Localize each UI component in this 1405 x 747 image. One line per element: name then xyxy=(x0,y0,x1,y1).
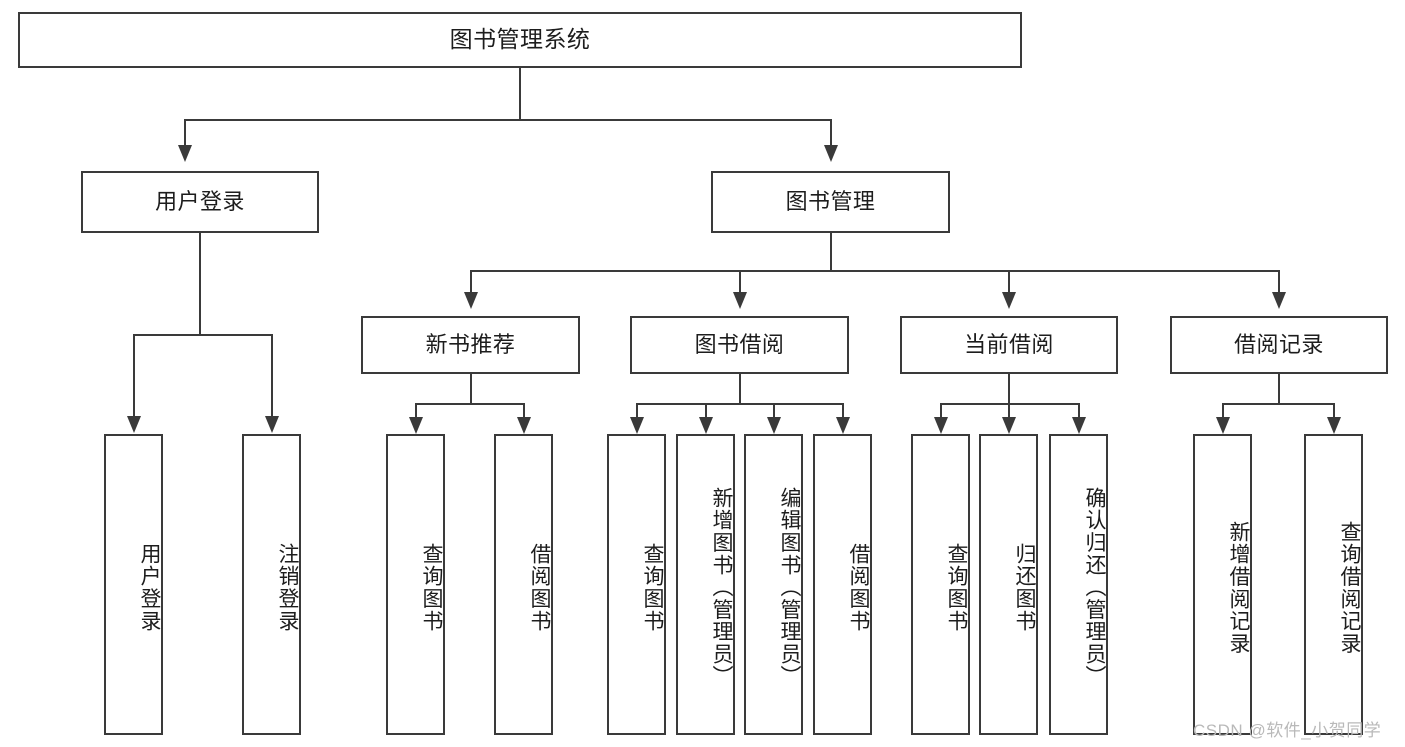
connector-user-login-to-leaf-2 xyxy=(271,334,273,418)
arrowhead-book-manage-new-book xyxy=(464,292,478,309)
leaf-new-book-borrow-book[interactable]: 借阅图书 xyxy=(494,434,553,735)
arrowhead-root-to-book-manage xyxy=(824,145,838,162)
node-label: 查询图书 xyxy=(945,542,968,633)
node-label: 图书借阅 xyxy=(694,331,785,357)
connector-book-manage-bus xyxy=(470,270,1280,272)
node-label: 图书管理 xyxy=(785,188,876,214)
node-label: 确认归还（管理员） xyxy=(1083,487,1106,688)
connector-borrow-record-to-leaf-1 xyxy=(1222,403,1224,419)
arrowhead-book-borrow-leaf-2 xyxy=(699,417,713,434)
connector-borrow-record-bus xyxy=(1222,403,1335,405)
node-label: 用户登录 xyxy=(138,542,161,633)
arrowhead-user-login-leaf-1 xyxy=(127,416,141,433)
connector-new-book-to-leaf-2 xyxy=(523,403,525,419)
arrowhead-book-borrow-leaf-4 xyxy=(836,417,850,434)
connector-book-manage-to-current-borrow xyxy=(1008,270,1010,294)
node-label: 归还图书 xyxy=(1013,542,1036,633)
node-label: 借阅图书 xyxy=(528,542,551,633)
connector-new-book-to-leaf-1 xyxy=(415,403,417,419)
connector-current-borrow-to-leaf-2 xyxy=(1008,403,1010,419)
arrowhead-new-book-leaf-1 xyxy=(409,417,423,434)
connector-book-borrow-to-leaf-4 xyxy=(842,403,844,419)
connector-borrow-record-stem xyxy=(1278,374,1280,404)
connector-user-login-stem xyxy=(199,233,201,335)
connector-root-to-user-login xyxy=(184,119,186,147)
node-label: 图书管理系统 xyxy=(449,26,591,53)
leaf-current-borrow-query-book[interactable]: 查询图书 xyxy=(911,434,970,735)
node-label: 借阅记录 xyxy=(1234,331,1324,357)
node-label: 用户登录 xyxy=(155,188,245,214)
node-label: 注销登录 xyxy=(276,542,299,633)
connector-book-manage-stem xyxy=(830,233,832,271)
connector-book-borrow-stem xyxy=(739,374,741,404)
node-label: 查询图书 xyxy=(641,542,664,633)
leaf-borrow-record-add-record[interactable]: 新增借阅记录 xyxy=(1193,434,1252,735)
connector-new-book-bus xyxy=(415,403,525,405)
leaf-current-borrow-confirm-return-admin[interactable]: 确认归还（管理员） xyxy=(1049,434,1108,735)
arrowhead-borrow-record-leaf-2 xyxy=(1327,417,1341,434)
leaf-book-borrow-borrow-book[interactable]: 借阅图书 xyxy=(813,434,872,735)
connector-new-book-stem xyxy=(470,374,472,404)
connector-current-borrow-to-leaf-3 xyxy=(1078,403,1080,419)
arrowhead-current-borrow-leaf-2 xyxy=(1002,417,1016,434)
connector-book-manage-to-borrow-record xyxy=(1278,270,1280,294)
node-label: 借阅图书 xyxy=(847,542,870,633)
node-label: 新书推荐 xyxy=(425,331,516,357)
leaf-user-login-login[interactable]: 用户登录 xyxy=(104,434,163,735)
csdn-watermark: CSDN @软件_小贺同学 xyxy=(1193,721,1382,740)
node-borrow-record[interactable]: 借阅记录 xyxy=(1170,316,1388,374)
leaf-new-book-query-book[interactable]: 查询图书 xyxy=(386,434,445,735)
node-label: 新增借阅记录 xyxy=(1227,520,1250,655)
node-user-login[interactable]: 用户登录 xyxy=(81,171,319,233)
arrowhead-current-borrow-leaf-1 xyxy=(934,417,948,434)
connector-book-borrow-to-leaf-2 xyxy=(705,403,707,419)
arrowhead-book-borrow-leaf-3 xyxy=(767,417,781,434)
arrowhead-current-borrow-leaf-3 xyxy=(1072,417,1086,434)
leaf-user-login-logout[interactable]: 注销登录 xyxy=(242,434,301,735)
node-label: 新增图书（管理员） xyxy=(710,487,733,688)
arrowhead-borrow-record-leaf-1 xyxy=(1216,417,1230,434)
leaf-book-borrow-add-book-admin[interactable]: 新增图书（管理员） xyxy=(676,434,735,735)
connector-user-login-to-leaf-1 xyxy=(133,334,135,418)
connector-current-borrow-stem xyxy=(1008,374,1010,404)
node-book-borrow[interactable]: 图书借阅 xyxy=(630,316,849,374)
node-label: 查询借阅记录 xyxy=(1338,520,1361,655)
node-book-management[interactable]: 图书管理 xyxy=(711,171,950,233)
leaf-book-borrow-query-book[interactable]: 查询图书 xyxy=(607,434,666,735)
connector-book-borrow-to-leaf-1 xyxy=(636,403,638,419)
node-label: 编辑图书（管理员） xyxy=(778,487,801,688)
arrowhead-book-manage-current-borrow xyxy=(1002,292,1016,309)
connector-book-manage-to-book-borrow xyxy=(739,270,741,294)
connector-current-borrow-bus xyxy=(940,403,1080,405)
connector-book-manage-to-new-book xyxy=(470,270,472,294)
arrowhead-root-to-user-login xyxy=(178,145,192,162)
node-label: 查询图书 xyxy=(420,542,443,633)
node-label: 当前借阅 xyxy=(964,331,1054,357)
connector-borrow-record-to-leaf-2 xyxy=(1333,403,1335,419)
node-new-book-recommend[interactable]: 新书推荐 xyxy=(361,316,580,374)
connector-root-bus xyxy=(184,119,832,121)
leaf-current-borrow-return-book[interactable]: 归还图书 xyxy=(979,434,1038,735)
arrowhead-book-manage-book-borrow xyxy=(733,292,747,309)
arrowhead-user-login-leaf-2 xyxy=(265,416,279,433)
leaf-borrow-record-query-record[interactable]: 查询借阅记录 xyxy=(1304,434,1363,735)
node-current-borrow[interactable]: 当前借阅 xyxy=(900,316,1118,374)
connector-current-borrow-to-leaf-1 xyxy=(940,403,942,419)
connector-user-login-bus xyxy=(133,334,273,336)
connector-root-stem xyxy=(519,68,521,120)
connector-root-to-book-manage xyxy=(830,119,832,147)
arrowhead-book-manage-borrow-record xyxy=(1272,292,1286,309)
leaf-book-borrow-edit-book-admin[interactable]: 编辑图书（管理员） xyxy=(744,434,803,735)
connector-book-borrow-bus xyxy=(636,403,844,405)
connector-book-borrow-to-leaf-3 xyxy=(773,403,775,419)
node-root-library-system[interactable]: 图书管理系统 xyxy=(18,12,1022,68)
arrowhead-new-book-leaf-2 xyxy=(517,417,531,434)
arrowhead-book-borrow-leaf-1 xyxy=(630,417,644,434)
